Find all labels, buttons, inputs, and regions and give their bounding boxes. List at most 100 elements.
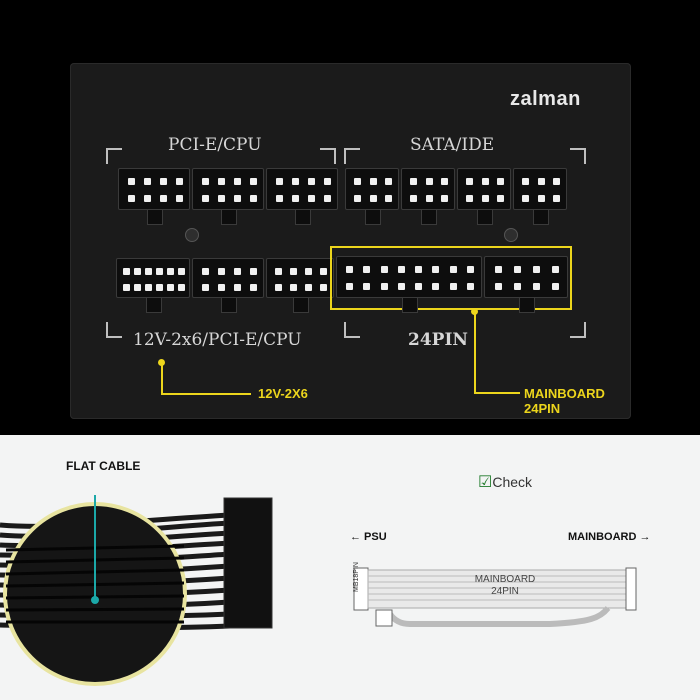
screw-icon xyxy=(185,228,199,242)
brand-logo: zalman xyxy=(510,88,581,110)
bracket-sata-tr xyxy=(570,148,586,164)
connector-pin xyxy=(307,195,315,202)
connector-pin xyxy=(145,283,152,291)
connector-pin xyxy=(175,178,183,185)
connector-pin xyxy=(233,178,241,185)
connector-latch xyxy=(365,210,381,225)
connector-pin xyxy=(533,266,540,273)
connector-latch xyxy=(146,298,162,313)
connector-pin xyxy=(217,195,225,202)
socket-pcie-4 xyxy=(192,258,264,298)
connector-pin xyxy=(291,195,299,202)
connector-pin xyxy=(134,267,141,275)
connector-pin xyxy=(159,195,167,202)
bracket-combo-bl xyxy=(106,322,122,338)
check-mark: ☑Check xyxy=(478,472,532,492)
connector-pin xyxy=(156,283,163,291)
connector-pin xyxy=(249,283,257,291)
connector-pin xyxy=(440,178,448,185)
connector-pin xyxy=(233,267,241,275)
bracket-24pin-bl xyxy=(344,322,360,338)
connector-latch xyxy=(221,298,237,313)
connector-pin xyxy=(275,283,282,291)
connector-pin xyxy=(354,195,362,202)
callout-mainboard-line1: MAINBOARD xyxy=(524,386,605,401)
connector-pin xyxy=(201,267,209,275)
connector-pin xyxy=(466,178,474,185)
connector-pin xyxy=(397,266,405,273)
connector-pin xyxy=(134,283,141,291)
connector-pin xyxy=(217,267,225,275)
connector-latch xyxy=(295,210,311,225)
connector-pin xyxy=(167,283,174,291)
socket-sata-1 xyxy=(345,168,399,210)
checkmark-icon: ☑ xyxy=(478,474,493,491)
label-24pin: 24PIN xyxy=(408,330,468,350)
socket-24pin-b xyxy=(484,256,568,298)
bracket-24pin-br xyxy=(570,322,586,338)
connector-pin xyxy=(275,267,282,275)
connector-pin xyxy=(323,178,331,185)
connector-pin xyxy=(143,178,151,185)
connector-latch xyxy=(293,298,309,313)
connector-pin xyxy=(305,267,312,275)
connector-pin xyxy=(552,178,560,185)
connector-latch xyxy=(533,210,549,225)
connector-pin xyxy=(178,267,185,275)
connector-latch xyxy=(402,298,418,313)
connector-pin xyxy=(290,267,297,275)
connector-pin xyxy=(175,195,183,202)
callout-line-12v-h xyxy=(161,393,251,395)
connector-pin xyxy=(320,267,327,275)
bracket-pcie-tl xyxy=(106,148,122,164)
socket-sata-4 xyxy=(513,168,567,210)
connector-pin xyxy=(415,266,423,273)
connector-pin xyxy=(533,283,540,290)
connector-pin xyxy=(346,266,354,273)
connector-pin xyxy=(440,195,448,202)
connector-pin xyxy=(363,283,371,290)
connector-pin xyxy=(249,267,257,275)
connector-pin xyxy=(145,267,152,275)
connector-pin xyxy=(217,283,225,291)
connector-latch xyxy=(147,210,163,225)
connector-pin xyxy=(320,283,327,291)
connector-pin xyxy=(522,195,530,202)
socket-sata-3 xyxy=(457,168,511,210)
connector-pin xyxy=(363,266,371,273)
connector-pin xyxy=(384,178,392,185)
callout-line-mainboard-v xyxy=(474,312,476,394)
socket-24pin-a xyxy=(336,256,482,298)
label-pcie-cpu: PCI-E/CPU xyxy=(168,135,262,155)
connector-latch xyxy=(477,210,493,225)
socket-sata-2 xyxy=(401,168,455,210)
callout-line-mainboard-h xyxy=(474,392,520,394)
callout-12v-2x6: 12V-2X6 xyxy=(258,386,308,401)
connector-pin xyxy=(249,178,257,185)
connector-pin xyxy=(380,283,388,290)
bracket-sata-tl xyxy=(344,148,360,164)
connector-pin xyxy=(233,283,241,291)
connector-pin xyxy=(233,195,241,202)
callout-dot-12v xyxy=(158,359,165,366)
socket-pcie-3 xyxy=(266,168,338,210)
connector-pin xyxy=(514,283,521,290)
connector-pin xyxy=(495,283,502,290)
connector-pin xyxy=(410,195,418,202)
label-12v-2x6-pcie-cpu: 12V-2x6/PCI-E/CPU xyxy=(133,330,302,350)
connector-pin xyxy=(481,178,489,185)
connector-pin xyxy=(369,195,377,202)
connector-pin xyxy=(201,178,209,185)
connector-pin xyxy=(425,178,433,185)
mainboard-direction-label: MAINBOARD → xyxy=(568,531,651,543)
connector-pin xyxy=(537,178,545,185)
connector-pin xyxy=(514,266,521,273)
connector-pin xyxy=(159,178,167,185)
cable-label-line1: MAINBOARD xyxy=(474,574,536,585)
connector-pin xyxy=(495,266,502,273)
label-sata-ide: SATA/IDE xyxy=(410,135,495,155)
socket-pcie-5 xyxy=(266,258,334,298)
connector-pin xyxy=(522,178,530,185)
connector-pin xyxy=(249,195,257,202)
connector-pin xyxy=(466,266,474,273)
